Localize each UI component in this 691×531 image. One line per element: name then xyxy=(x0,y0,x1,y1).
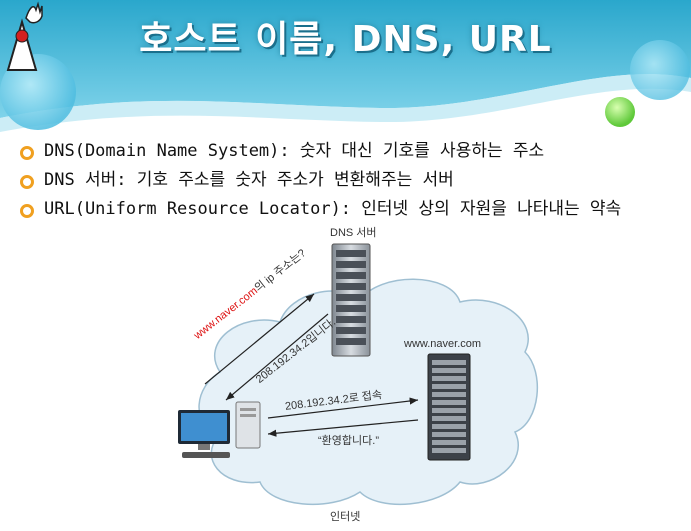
ring-bullet-icon xyxy=(20,146,34,160)
slide-title: 호스트 이름, DNS, URL xyxy=(0,10,691,62)
rack-slot xyxy=(336,283,366,290)
rack-slot xyxy=(336,305,366,312)
ring-bullet-icon xyxy=(20,175,34,189)
bullet-text: DNS 서버: 기호 주소를 숫자 주소가 변환해주는 서버 xyxy=(44,170,454,190)
ring-bullet-icon xyxy=(20,204,34,218)
bullet-text: DNS(Domain Name System): 숫자 대신 기호를 사용하는 … xyxy=(44,141,544,161)
web-server-icon xyxy=(428,354,470,460)
rack-slot xyxy=(432,424,466,429)
rack-slot xyxy=(336,316,366,323)
rack-slot xyxy=(336,294,366,301)
bullet-item: DNS(Domain Name System): 숫자 대신 기호를 사용하는 … xyxy=(18,140,678,163)
rack-slot xyxy=(432,448,466,453)
rack-slot xyxy=(432,416,466,421)
dns-server-label: DNS 서버 xyxy=(330,224,377,240)
rack-slot xyxy=(336,272,366,279)
rack-slot xyxy=(432,376,466,381)
rack-slot xyxy=(336,327,366,334)
rack-slot xyxy=(432,432,466,437)
rack-slot xyxy=(432,392,466,397)
bullet-list: DNS(Domain Name System): 숫자 대신 기호를 사용하는 … xyxy=(18,140,678,227)
rack-slot xyxy=(432,368,466,373)
bullet-text: URL(Uniform Resource Locator): 인터넷 상의 자원… xyxy=(44,199,621,219)
rack-slot xyxy=(432,400,466,405)
rack-slot xyxy=(336,261,366,268)
rack-slot xyxy=(432,408,466,413)
rack-slot xyxy=(336,338,366,345)
bullet-item: URL(Uniform Resource Locator): 인터넷 상의 자원… xyxy=(18,198,678,221)
internet-label: 인터넷 xyxy=(330,508,360,524)
web-server-label: www.naver.com xyxy=(404,338,481,350)
dns-diagram: DNS 서버 www.naver.com 인터넷 www.naver.com의 … xyxy=(160,222,540,522)
rack-slot xyxy=(432,440,466,445)
rack-slot xyxy=(432,360,466,365)
rack-slot xyxy=(336,250,366,257)
rack-slot xyxy=(432,384,466,389)
dns-server-icon xyxy=(332,244,370,356)
bullet-item: DNS 서버: 기호 주소를 숫자 주소가 변환해주는 서버 xyxy=(18,169,678,192)
welcome-label: “환영합니다.” xyxy=(318,432,379,448)
